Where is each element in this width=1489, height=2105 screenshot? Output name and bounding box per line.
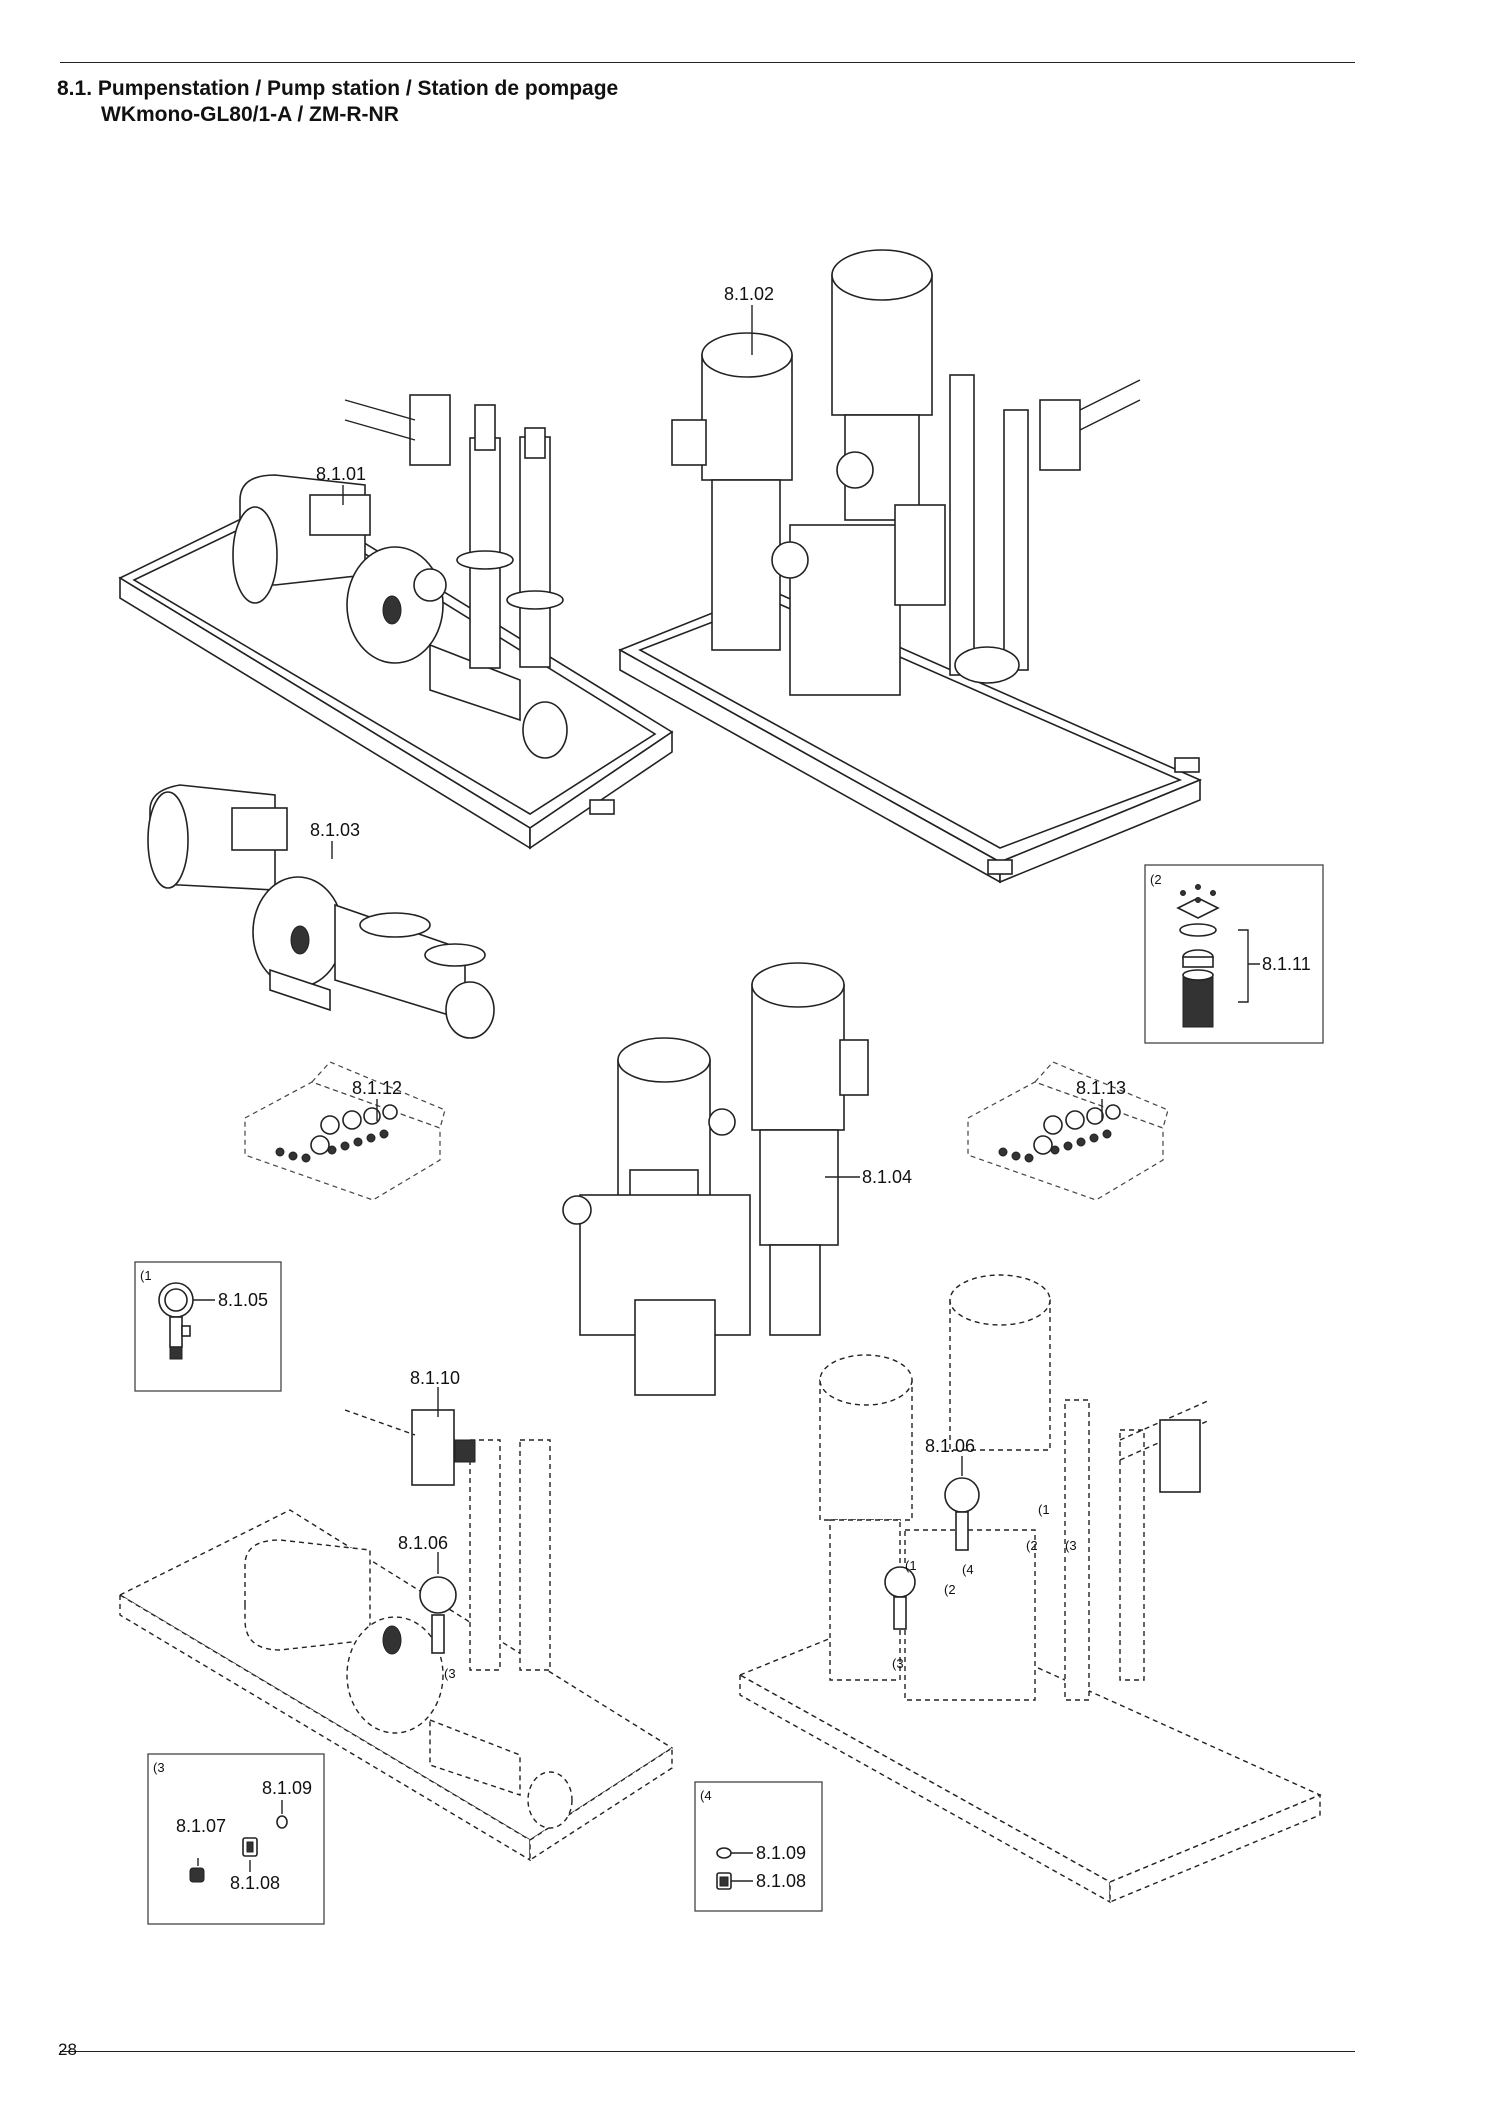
callout-8112: 8.1.12	[352, 1078, 402, 1098]
detail-ref-2: (2	[1150, 872, 1162, 887]
bracket-8111	[1238, 929, 1260, 1003]
twin-pump-assembly	[562, 962, 869, 1396]
pump-station-horizontal-detail	[118, 1409, 674, 1862]
seal-kit-box-13	[967, 1061, 1169, 1201]
detail-box-1	[134, 1261, 282, 1392]
marker-3-top: (3	[1065, 1538, 1077, 1553]
title-line-1: 8.1. Pumpenstation / Pump station / Stat…	[57, 77, 619, 100]
detail-ref-4: (4	[700, 1788, 712, 1803]
callout-8109-box4: 8.1.09	[756, 1843, 806, 1863]
page-title: 8.1. Pumpenstation / Pump station / Stat…	[57, 76, 618, 128]
callout-8102: 8.1.02	[724, 284, 774, 304]
fitting-parts-3	[189, 1815, 288, 1883]
detail-ref-1: (1	[140, 1268, 152, 1283]
pressure-gauge	[158, 1282, 194, 1360]
pump-station-vertical-twin	[618, 249, 1203, 884]
marker-3-bottom: (3	[892, 1656, 904, 1671]
callout-8109-box3: 8.1.09	[262, 1778, 312, 1798]
pump-station-horizontal	[118, 394, 674, 850]
detail-box-2	[1144, 864, 1324, 1044]
pump-station-vertical-detail	[738, 1274, 1322, 1904]
callout-8108-box4: 8.1.08	[756, 1871, 806, 1891]
marker-2-top: (2	[1026, 1538, 1038, 1553]
callout-8108-box3: 8.1.08	[230, 1873, 280, 1893]
seal-kit-box-12	[244, 1061, 446, 1201]
callout-8107: 8.1.07	[176, 1816, 226, 1836]
strainer-parts	[1176, 884, 1220, 1028]
title-line-2: WKmono-GL80/1-A / ZM-R-NR	[101, 103, 399, 126]
callout-8111: 8.1.11	[1262, 954, 1311, 974]
detail-box-3	[147, 1753, 325, 1925]
marker-3-left: (3	[444, 1666, 456, 1681]
detail-ref-3: (3	[153, 1760, 165, 1775]
marker-2-mid: (2	[944, 1582, 956, 1597]
leader-lines	[331, 305, 1103, 1574]
callout-8106-left: 8.1.06	[398, 1533, 448, 1553]
callout-8101: 8.1.01	[316, 464, 366, 484]
callout-8113: 8.1.13	[1076, 1078, 1126, 1098]
fitting-parts-4	[716, 1847, 732, 1890]
callout-8110: 8.1.10	[410, 1368, 460, 1388]
callout-8105: 8.1.05	[218, 1290, 268, 1310]
marker-1-top: (1	[1038, 1502, 1050, 1517]
footer-rule	[60, 2051, 1355, 2052]
callout-8106-right: 8.1.06	[925, 1436, 975, 1456]
marker-1-left: (1	[905, 1558, 917, 1573]
detail-box-4	[694, 1781, 823, 1912]
callout-8104: 8.1.04	[862, 1167, 912, 1187]
page-number: 28	[58, 2040, 77, 2059]
motor-pump-unit	[147, 784, 495, 1039]
callout-8103: 8.1.03	[310, 820, 360, 840]
marker-4: (4	[962, 1562, 974, 1577]
header-rule	[60, 62, 1355, 63]
